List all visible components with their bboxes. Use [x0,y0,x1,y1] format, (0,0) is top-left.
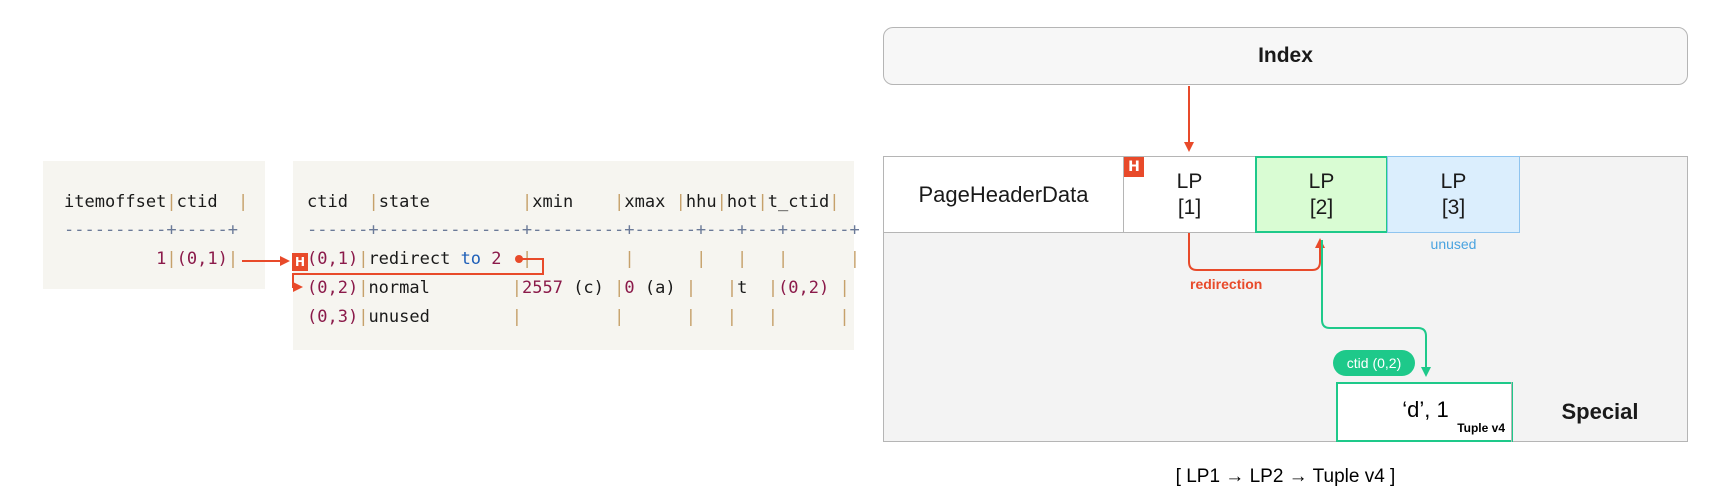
offset-table-panel: itemoffset|ctid | ----------+-----+ 1|(0… [43,161,265,289]
line-pointer-3: LP [3] [1387,156,1520,233]
offset-table-divider: ----------+-----+ [64,220,238,240]
tuple-table-divider: ------+--------------+---------+------+-… [307,220,860,240]
lp-number: [2] [1309,195,1334,219]
tuple-table: ctid |state |xmin |xmax |hhu|hot|t_ctid|… [307,188,860,391]
table-row: (0,1)|redirect to 2 | | | | | | [307,249,860,269]
offset-table-header: itemoffset|ctid | [64,192,249,212]
col-hhu: hhu [685,192,717,212]
col-ctid: ctid [176,192,218,212]
col-hot: hot [726,192,758,212]
cell-ctid: (0,2) [307,278,359,298]
col-ctid: ctid [307,192,348,212]
lp-title: LP [1440,169,1467,193]
caption: [ LP1 → LP2 → Tuple v4 ] [1175,466,1396,487]
cell-ctid: (0,1) [176,249,228,269]
redirection-label: redirection [1190,276,1263,292]
tuple-version-label: Tuple v4 [1457,421,1505,435]
unused-label: unused [1430,236,1477,252]
cell-state: redirect to 2 [368,249,502,269]
table-row: 1|(0,1)| [156,249,239,269]
cell-xmin: 2557 (c) [522,278,604,298]
page-header-label: PageHeaderData [918,181,1089,207]
tuple-v4-box: ‘d’, 1 Tuple v4 [1336,382,1513,442]
hot-badge-icon: H [292,253,308,271]
line-pointer-1: LP [1] [1123,156,1256,233]
ctid-pill: ctid (0,2) [1333,350,1415,376]
cell-state: unused [368,307,430,327]
special-box: Special [1511,382,1688,442]
table-row: (0,2)|normal |2557 (c) |0 (a) | |t |(0,2… [307,278,850,298]
col-xmax: xmax [624,192,666,212]
redirect-arrow [292,258,544,292]
hot-badge-icon: H [1124,157,1144,177]
offset-table: itemoffset|ctid | ----------+-----+ 1|(0… [64,188,248,333]
lp-title: LP [1176,169,1203,193]
redirection-arrow [1188,233,1325,271]
lp-number: [1] [1177,195,1202,219]
col-t-ctid: t_ctid [767,192,830,212]
lp-number: [3] [1441,195,1466,219]
cell-ctid: (0,3) [307,307,359,327]
lp2-to-tuple-arrow [1321,240,1431,377]
col-xmin: xmin [532,192,574,212]
index-box: Index [883,27,1688,85]
tuple-table-panel: ctid |state |xmin |xmax |hhu|hot|t_ctid|… [293,161,860,350]
lp-title: LP [1308,169,1335,193]
cell-ctid: (0,1) [307,249,359,269]
table-row: (0,3)|unused | | | | | | [307,307,850,327]
col-state: state [378,192,430,212]
cell-t-ctid: (0,2) [778,278,830,298]
col-itemoffset: itemoffset [64,192,167,212]
page-header-box: PageHeaderData [883,156,1124,233]
cell-state: normal [368,278,430,298]
tuple-table-header: ctid |state |xmin |xmax |hhu|hot|t_ctid| [307,192,840,212]
cell-hot: t [737,278,748,298]
line-pointer-2: LP [2] [1255,156,1388,233]
cell-itemoffset: 1 [156,249,167,269]
special-label: Special [1561,399,1639,424]
index-label: Index [1258,44,1313,67]
cell-xmax: 0 (a) [624,278,676,298]
tuple-values: ‘d’, 1 [1402,397,1449,422]
